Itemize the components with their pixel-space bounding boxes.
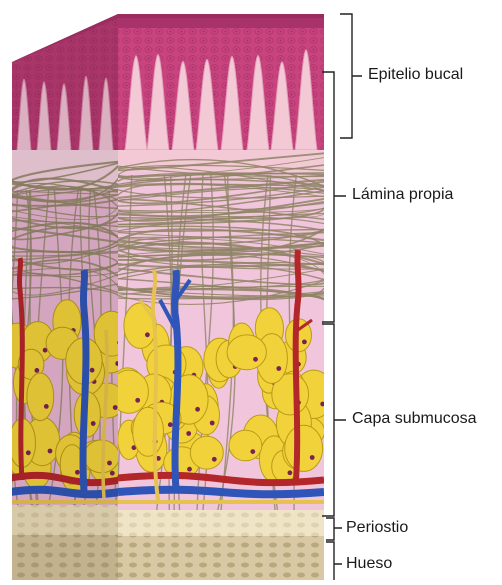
fat-cell-nucleus	[250, 449, 255, 454]
label-periostio: Periostio	[346, 519, 408, 537]
fat-cell-nucleus	[302, 340, 307, 345]
fat-cell-nucleus	[145, 332, 150, 337]
bracket-submucosa	[322, 324, 346, 516]
fat-cell	[190, 436, 223, 469]
fat-cell-nucleus	[195, 407, 200, 412]
fat-cell-nucleus	[310, 455, 315, 460]
fat-cell-nucleus	[168, 422, 173, 427]
fat-cell-nucleus	[210, 421, 215, 426]
vein-horizontal	[118, 490, 324, 495]
fat-cell-nucleus	[187, 467, 192, 472]
bracket-periostio	[326, 518, 342, 540]
fat-cell	[285, 425, 323, 471]
label-epitelio-bucal: Epitelio bucal	[368, 66, 463, 84]
bracket-hueso	[326, 542, 342, 580]
side-face	[110, 14, 334, 580]
fat-cell-nucleus	[288, 470, 293, 475]
fat-cell	[133, 407, 164, 456]
bracket-epitelio	[340, 14, 362, 138]
fat-cell-nucleus	[212, 457, 217, 462]
label-hueso: Hueso	[346, 555, 392, 573]
fat-cell-nucleus	[135, 398, 140, 403]
fat-cell-nucleus	[186, 431, 191, 436]
vein-branch	[175, 270, 178, 490]
front-face	[0, 0, 130, 580]
bracket-lamina	[322, 72, 346, 322]
fat-cell-nucleus	[253, 357, 258, 362]
fat-cell	[229, 430, 262, 461]
label-lamina-propia: Lámina propia	[352, 186, 453, 204]
fat-cell-nucleus	[276, 366, 281, 371]
layer-brackets	[322, 14, 362, 580]
label-capa-submucosa: Capa submucosa	[352, 410, 477, 428]
fat-cell-nucleus	[320, 402, 325, 407]
fat-cell	[227, 335, 266, 370]
artery-branch	[296, 250, 299, 480]
